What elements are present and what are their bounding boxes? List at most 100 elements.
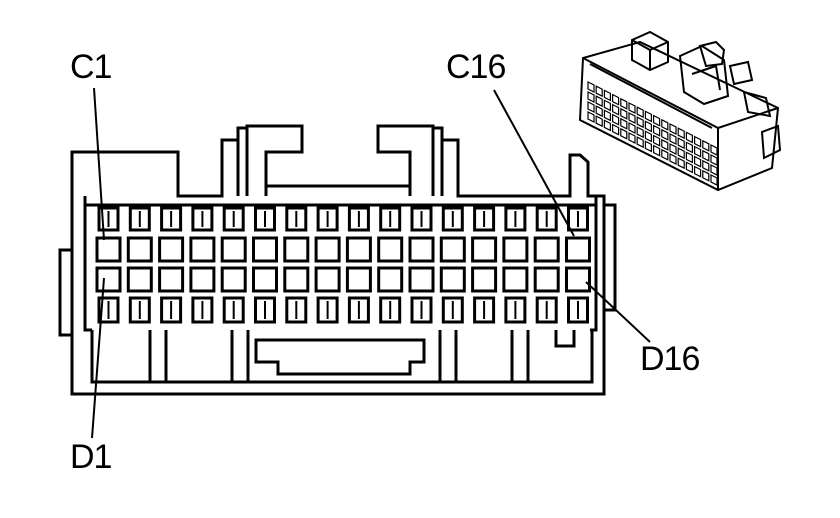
iso-cavity xyxy=(694,165,702,178)
cavity-c xyxy=(408,236,435,263)
iso-cavity xyxy=(603,99,611,112)
iso-cavity xyxy=(702,169,710,182)
iso-cavity xyxy=(636,136,644,149)
bottom-inner-frame xyxy=(90,330,594,384)
iso-cavity xyxy=(644,110,652,123)
iso-cavity xyxy=(661,138,669,151)
iso-cavity xyxy=(710,164,718,176)
lower-slot xyxy=(567,296,589,324)
iso-cavity xyxy=(595,85,603,98)
iso-cavity xyxy=(644,130,652,143)
cavity-d xyxy=(408,266,435,293)
cavity-d xyxy=(158,266,185,293)
upper-slot xyxy=(379,206,402,232)
connector-isometric-view xyxy=(578,30,782,192)
iso-cavity xyxy=(603,119,611,132)
cavity-c xyxy=(502,236,529,263)
cavity-row-c xyxy=(95,236,591,263)
upper-slot xyxy=(316,206,339,232)
cavity-d xyxy=(345,266,372,293)
iso-cavity xyxy=(612,123,620,136)
iso-cavity xyxy=(603,109,611,122)
cavity-d xyxy=(283,266,310,293)
left-side-tab xyxy=(58,248,72,337)
iso-cavity xyxy=(587,91,595,103)
lower-slot xyxy=(316,296,339,324)
iso-cavity xyxy=(620,117,628,130)
upper-slot xyxy=(567,206,589,232)
iso-cavity xyxy=(710,154,718,166)
bottom-post-4 xyxy=(510,330,530,382)
lower-slot xyxy=(410,296,433,324)
iso-cavity xyxy=(669,153,677,165)
lower-slot xyxy=(97,296,120,324)
upper-slot xyxy=(254,206,276,232)
iso-cavity xyxy=(628,132,636,144)
left-inner-wall xyxy=(83,205,92,332)
iso-cavity xyxy=(685,151,693,164)
terminal-slots-upper xyxy=(97,206,589,232)
bottom-post-2 xyxy=(230,330,250,382)
upper-slot xyxy=(535,206,558,232)
cavity-d xyxy=(502,266,529,293)
connector-housing-outline xyxy=(70,124,606,396)
iso-cavity xyxy=(612,113,620,126)
iso-cavity xyxy=(669,133,677,145)
iso-cavity xyxy=(628,112,636,124)
cavity-d xyxy=(439,266,466,293)
latch-right-inner xyxy=(408,128,444,196)
iso-cavity xyxy=(677,147,685,160)
lower-slot xyxy=(379,296,402,324)
upper-slot xyxy=(222,206,245,232)
iso-cavity xyxy=(620,107,628,120)
upper-slot xyxy=(410,206,433,232)
iso-cavity xyxy=(669,143,677,155)
iso-cavity xyxy=(677,137,685,150)
lower-slot xyxy=(441,296,464,324)
lower-slot xyxy=(285,296,308,324)
cavity-d xyxy=(377,266,404,293)
cavity-d xyxy=(471,266,498,293)
iso-cavity xyxy=(653,134,661,147)
pin-label-c16: C16 xyxy=(446,48,506,86)
iso-cavity xyxy=(587,81,595,93)
cavity-c xyxy=(220,236,247,263)
pin-label-d1: D1 xyxy=(70,438,112,476)
lower-slot xyxy=(160,296,183,324)
lower-slot xyxy=(535,296,558,324)
leader-line-d16 xyxy=(585,281,651,343)
cavity-c xyxy=(126,236,153,263)
right-side-tab xyxy=(604,203,617,312)
iso-cavity xyxy=(653,144,661,157)
keyway-slot xyxy=(254,338,426,376)
bottom-post-3 xyxy=(438,330,458,382)
cavity-c xyxy=(565,236,591,263)
iso-cavity xyxy=(694,135,702,148)
iso-cavity xyxy=(702,149,710,162)
iso-cavity xyxy=(685,161,693,174)
cavity-c xyxy=(345,236,372,263)
cavity-c xyxy=(158,236,185,263)
lower-slot xyxy=(347,296,370,324)
upper-slot xyxy=(285,206,308,232)
cavity-c xyxy=(471,236,498,263)
bottom-notch xyxy=(554,330,576,348)
cavity-d xyxy=(126,266,153,293)
iso-cavity xyxy=(661,128,669,141)
leader-line-d1 xyxy=(91,277,105,439)
iso-cavity xyxy=(653,124,661,137)
cavity-d xyxy=(565,266,591,293)
cavity-c xyxy=(95,236,122,263)
iso-cavity xyxy=(620,127,628,140)
cavity-c xyxy=(252,236,278,263)
iso-cavity xyxy=(685,131,693,144)
upper-slot xyxy=(191,206,214,232)
lower-slot xyxy=(128,296,151,324)
leader-line-c16 xyxy=(493,89,575,237)
terminal-slots-lower xyxy=(97,296,589,324)
iso-cavity xyxy=(636,126,644,139)
iso-cavity xyxy=(603,89,611,102)
upper-slot xyxy=(473,206,496,232)
